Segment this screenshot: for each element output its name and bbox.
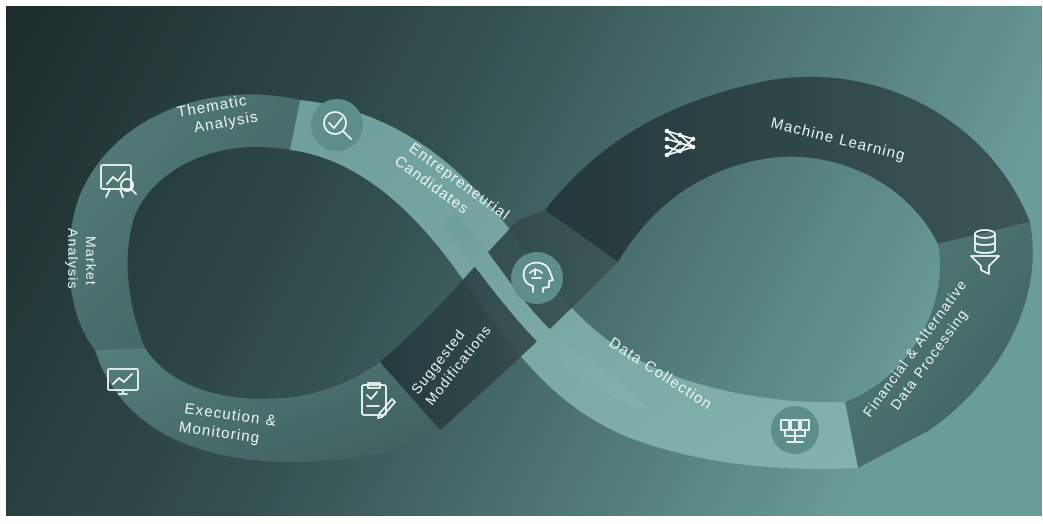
loop-band-bottom-left-segment: [95, 348, 440, 462]
stage-label-market-analysis: Market Analysis: [65, 228, 99, 291]
frame-bottom-margin: [0, 516, 1043, 524]
clipboard-edit-icon: [361, 382, 396, 419]
loop-band-left-segment: [68, 94, 300, 351]
data-layers-icon: [771, 406, 819, 454]
brain-head-icon: [511, 252, 563, 304]
magnifier-check-icon: [311, 99, 363, 151]
database-funnel-icon: [970, 229, 1000, 275]
loop-band-light-crossing: [290, 100, 858, 469]
presentation-chart-icon: [100, 164, 137, 198]
loop-band-right-segment: [845, 222, 1033, 468]
monitor-chart-icon: [107, 368, 139, 395]
neural-network-icon: [664, 128, 696, 158]
loop-band-light-front: [440, 212, 650, 410]
loop-band-dark-segment: [545, 76, 1030, 262]
frame-top-margin: [0, 0, 1043, 6]
